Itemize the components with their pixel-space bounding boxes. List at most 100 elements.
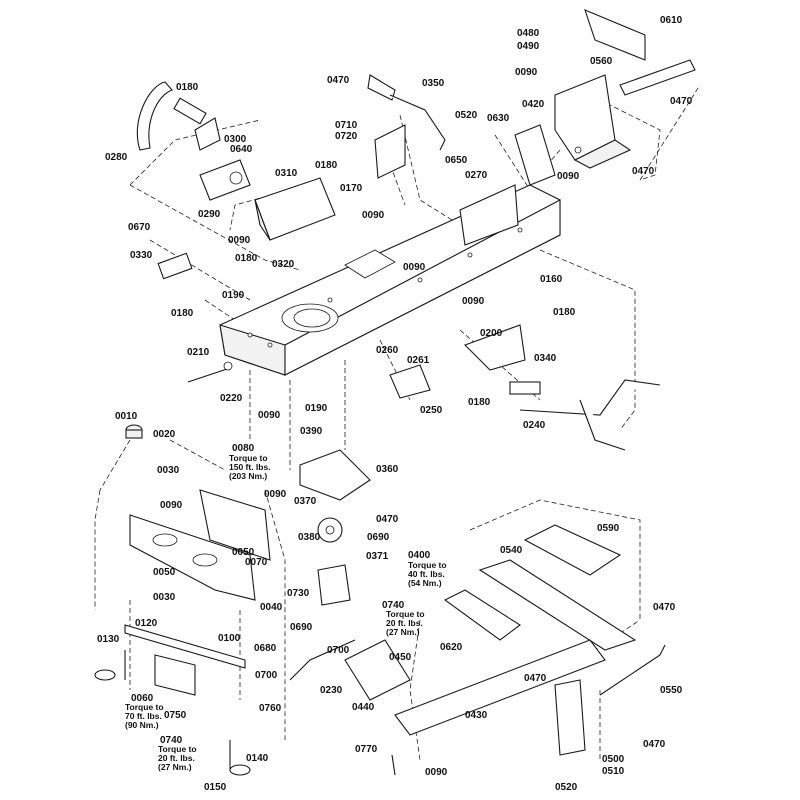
- label-0730: 0730: [287, 588, 310, 599]
- label-0090-c: 0090: [258, 410, 281, 421]
- label-0260: 0260: [376, 345, 399, 356]
- label-0220: 0220: [220, 393, 243, 404]
- label-0180-f: 0180: [468, 397, 491, 408]
- clip-0330: [157, 252, 193, 280]
- label-0430: 0430: [465, 710, 488, 721]
- bracket-0730: [317, 564, 351, 606]
- label-0420: 0420: [522, 99, 545, 110]
- label-0640: 0640: [230, 144, 253, 155]
- torque-note-0080-line3: (203 Nm.): [229, 471, 267, 481]
- label-0490: 0490: [517, 41, 540, 52]
- label-0180-d: 0180: [171, 308, 194, 319]
- label-0510: 0510: [602, 766, 625, 777]
- label-0080: 0080: [232, 443, 255, 454]
- deck-lift-0430: [394, 639, 606, 736]
- label-0700-a: 0700: [327, 645, 350, 656]
- bar-0560: [619, 59, 696, 96]
- label-0670: 0670: [128, 222, 151, 233]
- label-0380: 0380: [298, 532, 321, 543]
- bracket-0610: [584, 9, 646, 61]
- label-0090-e: 0090: [557, 171, 580, 182]
- label-0650: 0650: [445, 155, 468, 166]
- torque-note-0740b-line2: 20 ft. lbs.: [158, 753, 195, 763]
- label-0690-b: 0690: [290, 622, 313, 633]
- label-0210: 0210: [187, 347, 210, 358]
- label-0010: 0010: [115, 411, 138, 422]
- label-0310: 0310: [275, 168, 298, 179]
- bracket-0250: [389, 364, 431, 399]
- label-0680: 0680: [254, 643, 277, 654]
- label-0100: 0100: [218, 633, 241, 644]
- label-0160: 0160: [540, 274, 563, 285]
- spindle-0150: [229, 740, 251, 776]
- plate-0370: [317, 517, 343, 543]
- label-0330: 0330: [130, 250, 153, 261]
- label-0320: 0320: [272, 259, 295, 270]
- label-0770: 0770: [355, 744, 378, 755]
- tie-rod-0230: [289, 639, 356, 681]
- label-0740-a: 0740: [382, 600, 405, 611]
- rod-0350: [367, 74, 446, 151]
- label-0560: 0560: [590, 56, 613, 67]
- label-0630: 0630: [487, 113, 510, 124]
- plate-0440: [344, 639, 411, 701]
- label-0120: 0120: [135, 618, 158, 629]
- label-0690-a: 0690: [367, 532, 390, 543]
- label-0620: 0620: [440, 642, 463, 653]
- torque-note-0080-line1: Torque to: [229, 453, 268, 463]
- label-0550: 0550: [660, 685, 683, 696]
- label-0540: 0540: [500, 545, 523, 556]
- label-0140: 0140: [246, 753, 269, 764]
- label-0240: 0240: [523, 420, 546, 431]
- torque-note-0740b-line3: (27 Nm.): [158, 762, 192, 772]
- label-0470-a: 0470: [327, 75, 350, 86]
- label-0590: 0590: [597, 523, 620, 534]
- bolt-0220: [187, 361, 233, 383]
- torque-note-0080-line2: 150 ft. lbs.: [229, 462, 271, 472]
- label-0070: 0070: [245, 557, 268, 568]
- bracket-0200: [464, 324, 526, 371]
- label-0190-b: 0190: [305, 403, 328, 414]
- label-0760: 0760: [259, 703, 282, 714]
- rod-0550: [599, 644, 666, 696]
- label-0130: 0130: [97, 634, 120, 645]
- main-frame-0160: [219, 184, 561, 376]
- label-0520-b: 0520: [555, 782, 578, 793]
- assembly-dashed-lines: [94, 84, 701, 761]
- label-0090-i: 0090: [264, 489, 287, 500]
- label-0250: 0250: [420, 405, 443, 416]
- lift-handle-0280: [136, 81, 221, 151]
- callout-labels: 0180 0280 0300 0640 0290 0310 0180 0170 …: [97, 15, 693, 793]
- label-0290: 0290: [198, 209, 221, 220]
- label-0090-d: 0090: [515, 67, 538, 78]
- bar-0540: [478, 559, 637, 651]
- label-0230: 0230: [320, 685, 343, 696]
- cap-0010: [125, 424, 143, 439]
- label-0180: 0180: [176, 82, 199, 93]
- bracket-0480: [554, 74, 632, 169]
- label-0350: 0350: [422, 78, 445, 89]
- label-0050-a: 0050: [232, 547, 255, 558]
- label-0470-b: 0470: [670, 96, 693, 107]
- torque-note-0740a-line1: Torque to: [386, 609, 425, 619]
- label-0090-f: 0090: [403, 262, 426, 273]
- label-0370: 0370: [294, 496, 317, 507]
- label-0150: 0150: [204, 782, 227, 793]
- front-axle-0040: [129, 514, 256, 601]
- label-0610: 0610: [660, 15, 683, 26]
- drag-link-0120: [124, 624, 246, 669]
- label-0740-b: 0740: [160, 735, 183, 746]
- bracket-0750: [154, 654, 196, 696]
- label-0470-c: 0470: [632, 166, 655, 177]
- plate-0620: [443, 589, 521, 641]
- label-0060: 0060: [131, 693, 154, 704]
- torque-note-0740a-line3: (27 Nm.): [386, 627, 420, 637]
- label-0270: 0270: [465, 170, 488, 181]
- plate-0420: [514, 124, 556, 186]
- torque-note-0740b-line1: Torque to: [158, 744, 197, 754]
- label-0300: 0300: [224, 134, 247, 145]
- label-0090-j: 0090: [425, 767, 448, 778]
- label-0170: 0170: [340, 183, 363, 194]
- label-0440: 0440: [352, 702, 375, 713]
- label-0720: 0720: [335, 131, 358, 142]
